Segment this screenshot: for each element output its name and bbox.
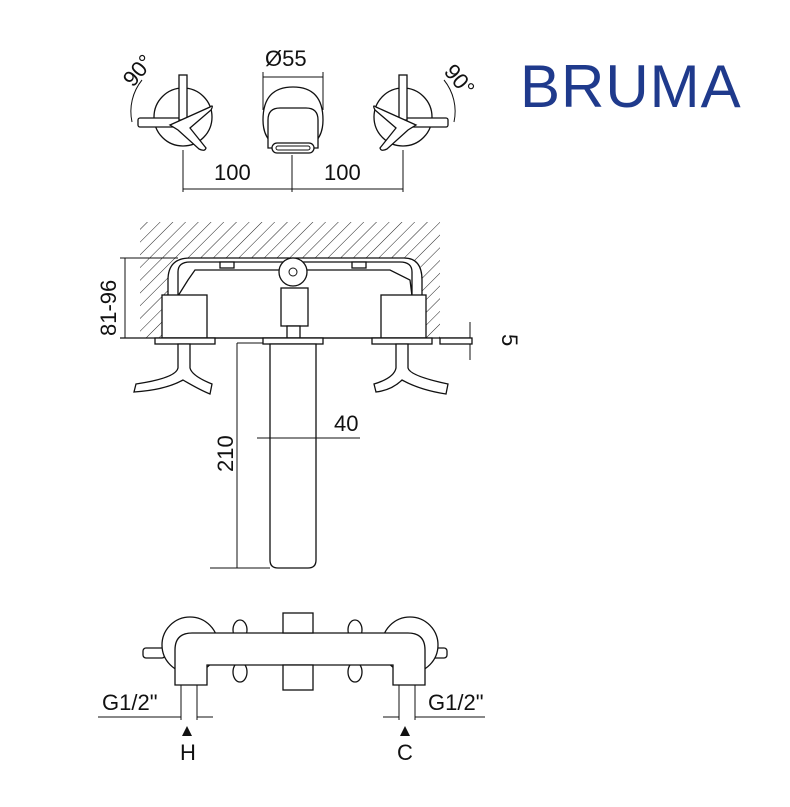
hot-label: H bbox=[180, 740, 196, 765]
spout-diameter-label: Ø55 bbox=[265, 46, 307, 71]
left-spacing-label: 100 bbox=[214, 160, 251, 185]
spout-length-label: 210 bbox=[213, 435, 238, 472]
hot-arrow-icon bbox=[182, 726, 192, 736]
left-rotation-label: 90° bbox=[118, 50, 159, 92]
spout-side bbox=[269, 343, 317, 569]
right-spacing-label: 100 bbox=[324, 160, 361, 185]
side-view: 81-96 210 40 5 bbox=[96, 222, 522, 569]
right-rotation-label: 90° bbox=[439, 59, 480, 101]
cold-arrow-icon bbox=[400, 726, 410, 736]
cold-label: C bbox=[397, 740, 413, 765]
spout-width-label: 40 bbox=[334, 411, 358, 436]
top-view: 90° Ø55 90° 100 100 bbox=[118, 46, 480, 192]
spout-top bbox=[262, 72, 324, 154]
brand-logo: BRUMA bbox=[520, 53, 742, 120]
right-connection-label: G1/2" bbox=[428, 690, 484, 715]
right-handle-top bbox=[373, 74, 456, 151]
left-handle-top bbox=[130, 74, 213, 151]
left-connection-label: G1/2" bbox=[102, 690, 158, 715]
right-handle-side bbox=[373, 343, 449, 395]
left-handle-side bbox=[133, 343, 213, 395]
bottom-view: G1/2" G1/2" H C bbox=[98, 612, 485, 765]
plate-thickness-label: 5 bbox=[497, 334, 522, 346]
wall-depth-label: 81-96 bbox=[96, 280, 121, 336]
